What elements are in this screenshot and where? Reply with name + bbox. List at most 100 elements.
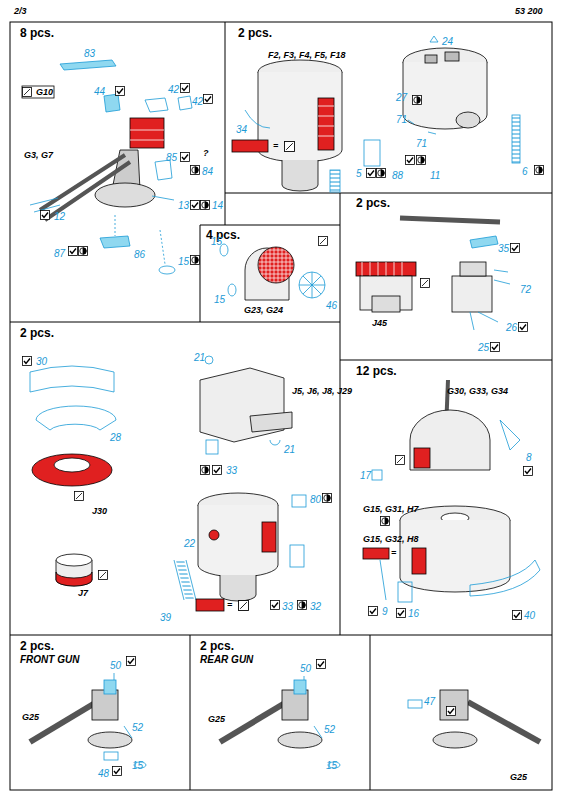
callout-number: 25: [478, 342, 489, 353]
callout-number: 85: [166, 152, 177, 163]
drawing-stroke: [403, 62, 487, 129]
callout-number: 80: [310, 494, 321, 505]
drawing-stroke: [460, 262, 486, 276]
callout-number: 15: [132, 760, 143, 771]
drawing-stroke: [398, 582, 412, 602]
callout-number: 87: [54, 248, 65, 259]
part-name: G10: [36, 87, 53, 98]
drawing-stroke: [104, 752, 118, 760]
callout-number: 35: [498, 243, 509, 254]
callout-number: 44: [94, 86, 105, 97]
part-name: J7: [78, 588, 88, 599]
callout-number: 72: [520, 284, 531, 295]
drawing-stroke: [191, 256, 200, 265]
callout-number: 84: [202, 166, 213, 177]
drawing-stroke: [524, 467, 533, 476]
drawing-stroke: [23, 357, 32, 366]
callout-number: 26: [506, 322, 517, 333]
callout-number: 32: [310, 601, 321, 612]
drawing-stroke: [113, 767, 122, 776]
drawing-stroke: [412, 548, 426, 574]
drawing-stroke: [406, 156, 415, 165]
piece-count: 2 pcs.: [20, 326, 54, 340]
drawing-stroke: [54, 458, 90, 472]
drawing-stroke: [292, 495, 306, 507]
callout-number: 15: [211, 236, 222, 247]
callout-number: 40: [524, 610, 535, 621]
callout-number: 47: [424, 696, 435, 707]
drawing-stroke: [414, 448, 430, 468]
drawing-stroke: [239, 601, 249, 611]
callout-number: 88: [392, 170, 403, 181]
drawing-stroke: [30, 366, 114, 392]
drawing-stroke: [130, 130, 164, 140]
drawing-stroke: [198, 505, 278, 577]
drawing-stroke: [513, 611, 522, 620]
drawing-stroke: [380, 560, 386, 600]
panel-heading: 8 pcs.: [20, 26, 54, 40]
piece-count: 2 pcs.: [200, 639, 253, 653]
panel-heading: 2 pcs.REAR GUN: [200, 639, 253, 666]
drawing-stroke: [245, 110, 270, 128]
drawing-stroke: [10, 22, 552, 790]
drawing-stroke: [468, 702, 540, 742]
part-name: J45: [372, 318, 387, 329]
drawing-stroke: [100, 236, 130, 248]
callout-number: 33: [282, 601, 293, 612]
drawing-stroke: [191, 201, 200, 210]
piece-count: 2 pcs.: [238, 26, 272, 40]
drawing-stroke: [220, 575, 256, 601]
drawing-stroke: [99, 571, 108, 580]
callout-number: 11: [430, 170, 440, 181]
callout-number: 17: [360, 470, 371, 481]
drawing-stroke: [299, 272, 325, 298]
sheet-number: 2/3: [14, 6, 27, 17]
drawing-stroke: [445, 52, 459, 61]
part-name: G15, G31, H7: [363, 504, 419, 515]
drawing-stroke: [180, 560, 190, 600]
drawing-stroke: [362, 262, 402, 276]
drawing-stroke: [41, 211, 50, 220]
callout-number: 15: [326, 760, 337, 771]
drawing-stroke: [23, 88, 32, 97]
callout-number: 12: [54, 211, 65, 222]
callout-number: 48: [98, 768, 109, 779]
drawing-stroke: [40, 155, 130, 220]
drawing-stroke: [330, 170, 340, 192]
callout-number: 13: [178, 200, 189, 211]
piece-count: 8 pcs.: [20, 26, 54, 40]
drawing-stroke: [206, 440, 218, 454]
drawing-stroke: [519, 323, 528, 332]
drawing-stroke: [512, 115, 520, 163]
gun-caption: REAR GUN: [200, 653, 253, 666]
drawing-stroke: [413, 96, 422, 105]
part-name: J30: [92, 506, 107, 517]
drawing-stroke: [271, 601, 280, 610]
drawing-stroke: [69, 247, 78, 256]
drawing-stroke: [372, 296, 400, 312]
drawing-stroke: [116, 87, 125, 96]
drawing-stroke: [408, 700, 422, 708]
drawing-stroke: [75, 492, 84, 501]
callout-number: 15: [178, 256, 189, 267]
callout-number: 28: [110, 432, 121, 443]
drawing-stroke: [425, 55, 437, 63]
drawing-stroke: [470, 312, 498, 330]
panel-heading: 2 pcs.: [238, 26, 272, 40]
drawing-stroke: [318, 98, 334, 150]
drawing-stroke: [421, 279, 430, 288]
drawing-stroke: [250, 412, 292, 432]
drawing-stroke: [127, 657, 136, 666]
panel-4-art: [356, 218, 528, 352]
callout-number: 6: [522, 166, 528, 177]
drawing-stroke: [318, 106, 334, 136]
drawing-stroke: [367, 169, 376, 178]
callout-number: 22: [184, 538, 195, 549]
drawing-stroke: [258, 247, 294, 283]
part-name: J5, J6, J8, J29: [292, 386, 352, 397]
drawing-stroke: [278, 732, 322, 748]
part-name: =: [273, 141, 278, 152]
drawing-stroke: [95, 183, 155, 207]
callout-number: 83: [84, 48, 95, 59]
